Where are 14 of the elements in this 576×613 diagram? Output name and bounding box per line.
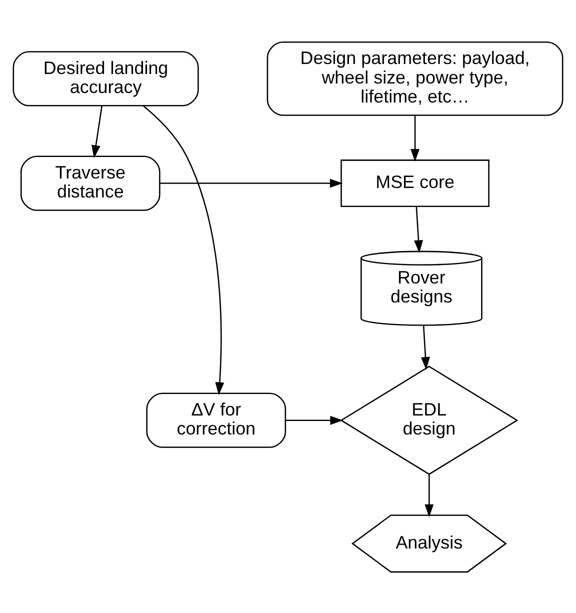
node-diamond: EDL design [340,365,518,474]
arrow [414,206,423,253]
node-box: Desired landing accuracy [12,50,199,106]
node-box: Design parameters: payload, wheel size, power type, lifetime, etc… [266,41,564,116]
arrow [410,115,420,162]
arrow [286,415,344,424]
arrow [91,105,103,158]
node-box: ΔV for correction [146,392,286,448]
arrow [424,474,434,517]
arrow [160,178,343,188]
node-box: Traverse distance [20,155,160,210]
arrow [142,104,224,395]
arrow [420,324,430,370]
node-box: MSE core [340,159,490,207]
